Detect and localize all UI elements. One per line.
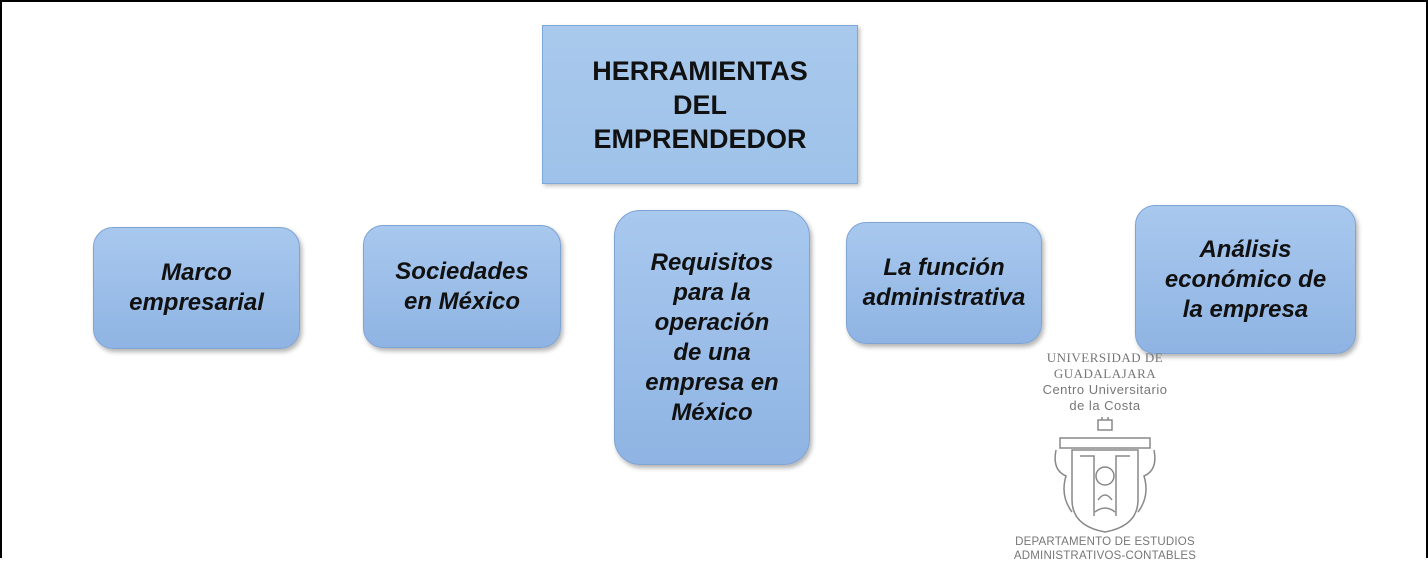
root-node-label: HERRAMIENTAS DEL EMPRENDEDOR <box>592 55 808 154</box>
child-node-analisis-economico: Análisis económico de la empresa <box>1135 205 1356 354</box>
child-node-sociedades: Sociedades en México <box>363 225 561 348</box>
seal-center-line1: Centro Universitario <box>1042 382 1168 397</box>
seal-department-line2: ADMINISTRATIVOS-CONTABLES <box>1013 550 1197 562</box>
node-label: La función administrativa <box>862 254 1026 311</box>
node-label: Análisis económico de la empresa <box>1164 235 1327 323</box>
crest-icon <box>1054 417 1156 533</box>
child-node-marco-empresarial: Marco empresarial <box>93 227 300 349</box>
child-node-funcion-administrativa: La función administrativa <box>846 222 1042 344</box>
node-label: Requisitos para la operación de una empr… <box>645 248 779 426</box>
seal-department-line1: DEPARTAMENTO DE ESTUDIOS <box>1015 536 1195 548</box>
node-label: Sociedades en México <box>395 257 529 315</box>
university-seal: UNIVERSIDAD DE GUADALAJARA Centro Univer… <box>1010 350 1200 562</box>
seal-university: UNIVERSIDAD DE GUADALAJARA <box>1046 350 1164 381</box>
seal-center-line2: de la Costa <box>1069 398 1141 413</box>
child-node-requisitos: Requisitos para la operación de una empr… <box>614 210 810 465</box>
root-node: HERRAMIENTAS DEL EMPRENDEDOR <box>542 25 858 184</box>
node-label: Marco empresarial <box>129 259 264 316</box>
